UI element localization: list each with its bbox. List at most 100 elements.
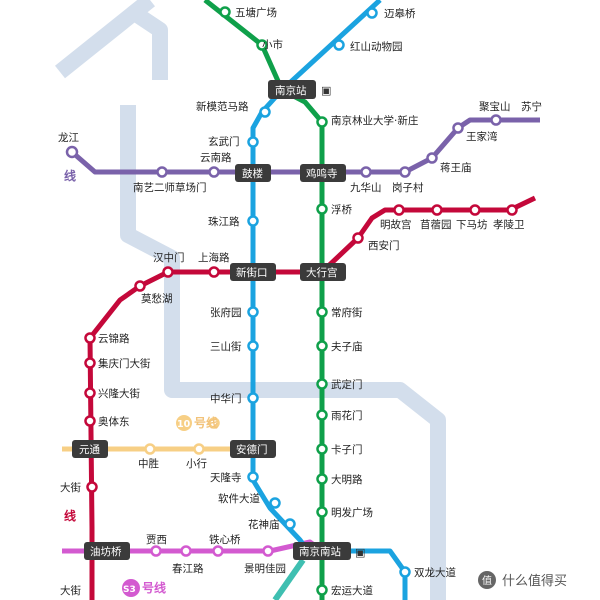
station-dot-xxjie xyxy=(86,481,98,493)
station-label-shanghailu: 上海路 xyxy=(198,251,230,264)
station-dot-zhangfuyuan xyxy=(247,306,259,318)
interchange-xinjiekou: 新街口 xyxy=(230,263,276,281)
station-dot-huashenmiao xyxy=(284,518,296,530)
station-dot-jiuhuashan xyxy=(360,166,372,178)
line10-label: 10 号线 xyxy=(176,415,218,431)
interchange-label: 南京站 xyxy=(275,84,307,97)
station-label-gangzicun: 岗子村 xyxy=(392,181,424,194)
station-label-sanshanjie: 三山街 xyxy=(210,340,242,353)
station-label-wutang: 五塘广场 xyxy=(235,6,277,19)
station-dot-xiaohang xyxy=(193,443,205,455)
station-label-zhujianglu: 珠江路 xyxy=(208,215,240,228)
interchange-label: 南京南站 xyxy=(299,545,341,558)
station-label-aotidong: 奥体东 xyxy=(98,415,130,428)
station-dot-jiangwangmiao xyxy=(426,152,438,164)
station-label-fuqiao: 浮桥 xyxy=(331,204,352,216)
station-label-xianmen: 西安门 xyxy=(368,239,400,252)
station-dot-hanzhongmen xyxy=(162,266,174,278)
station-label-jingmingjiayuan: 景明佳园 xyxy=(244,562,286,575)
interchange-label: 鼓楼 xyxy=(242,167,263,180)
station-dot-tianlongsi xyxy=(247,471,259,483)
station-dot-xuanwumen xyxy=(247,136,259,148)
interchange-nanjing-south: 南京南站 ▣ xyxy=(293,542,365,560)
station-label-yuhuamen: 雨花门 xyxy=(331,409,363,422)
interchange-daxinggong: 大行宫 xyxy=(300,263,346,281)
station-label-muxuyuan: 苜蓿园 xyxy=(420,218,452,231)
station-dot-maigaoqiao xyxy=(366,7,378,19)
station-dot-zhonghuamen xyxy=(247,392,259,404)
station-dot-longjiang xyxy=(65,145,79,159)
line1-track xyxy=(250,0,408,600)
line4-tail-label: 线 xyxy=(64,168,76,183)
station-dot-shuanglong xyxy=(399,566,411,578)
station-label-xinglong: 兴隆大街 xyxy=(98,387,140,400)
station-dot-gangzicun xyxy=(399,166,411,178)
station-dot-ruanjian xyxy=(269,497,281,509)
station-dot-yuhuamen xyxy=(316,409,328,421)
station-label-hongshan: 红山动物园 xyxy=(350,40,403,53)
interchange-yuantong: 元通 xyxy=(72,440,108,458)
lineS3-number: S3 xyxy=(123,585,136,595)
station-label-xjie2: 大街 xyxy=(60,584,81,597)
station-label-wangjiawan: 王家湾 xyxy=(466,130,498,143)
station-label-xiaohang: 小行 xyxy=(186,457,207,470)
station-label-xiamafang: 下马坊 xyxy=(456,218,488,231)
station-label-xinmofan: 新模范马路 xyxy=(196,100,249,113)
station-label-jiaxi: 贾西 xyxy=(146,534,167,546)
station-label-mingfa: 明发广场 xyxy=(331,506,373,519)
station-dot-zhujianglu xyxy=(247,215,259,227)
line2-tail-label: 线 xyxy=(64,508,76,523)
station-label-xiaoshi: 小市 xyxy=(262,38,283,51)
interchange-nanjing-station: 南京站 ▣ xyxy=(268,80,331,99)
interchange-label: 元通 xyxy=(79,444,100,456)
station-dot-line10-a xyxy=(208,417,220,429)
station-label-hanzhongmen: 汉中门 xyxy=(153,251,185,264)
station-dot-nanyi xyxy=(156,166,168,178)
station-dot-xinmofan xyxy=(259,106,271,118)
station-dot-jiqingmen xyxy=(84,357,96,369)
interchange-label: 鸡鸣寺 xyxy=(306,167,338,180)
station-dot-xianmen xyxy=(352,232,364,244)
station-dot-xiaolingwei xyxy=(506,204,518,216)
station-label-xxjie: 大街 xyxy=(60,481,81,494)
station-dot-fuzimiao xyxy=(316,340,328,352)
station-dot-xiamafang xyxy=(469,204,481,216)
station-dot-muxuyuan xyxy=(431,204,443,216)
station-dot-wangjiawan xyxy=(452,122,464,134)
station-dot-chunjianglu xyxy=(180,545,192,557)
interchange-youfangqiao: 油坊桥 xyxy=(84,542,130,560)
station-label-tianlongsi: 天隆寺 xyxy=(210,471,242,484)
station-dot-shanghailu xyxy=(208,266,220,278)
station-label-ruanjian: 软件大道 xyxy=(218,492,260,505)
station-label-jubaoshan: 聚宝山 xyxy=(479,100,511,113)
station-label-zhangfuyuan: 张府园 xyxy=(210,306,242,319)
station-label-jiqingmen: 集庆门大街 xyxy=(98,357,151,370)
station-label-jiuhuashan: 九华山 xyxy=(350,181,382,194)
station-label-nanyi: 南艺二师草场门 xyxy=(133,181,207,194)
lineS3-label: S3 号线 xyxy=(122,579,166,597)
lineS1-track xyxy=(272,558,306,600)
watermark: 值 什么值得买 xyxy=(478,571,567,589)
station-label-zhonghuamen: 中华门 xyxy=(210,392,242,405)
station-label-tiexinqiao: 铁心桥 xyxy=(209,533,241,546)
line10-number: 10 xyxy=(177,419,191,430)
station-label-shuanglong: 双龙大道 xyxy=(414,566,456,579)
train-icon: ▣ xyxy=(355,546,365,559)
station-dot-jingmingjiayuan xyxy=(262,545,274,557)
station-dot-tiexinqiao xyxy=(212,545,224,557)
background-lines xyxy=(55,0,446,600)
svg-text:值: 值 xyxy=(482,574,492,587)
station-dot-hongshan xyxy=(333,39,345,51)
station-dot-jubaoshan xyxy=(490,114,502,126)
station-label-yunnanlu: 云南路 xyxy=(200,151,232,164)
station-dot-wutang xyxy=(219,6,231,18)
station-label-chunjianglu: 春江路 xyxy=(172,562,204,575)
line10-text: 号线 xyxy=(194,415,218,430)
station-dot-kazimen xyxy=(316,443,328,455)
station-label-zhongsheng: 中胜 xyxy=(138,457,159,470)
station-label-xiaolingwei: 孝陵卫 xyxy=(493,219,525,231)
station-dot-mochouhu xyxy=(134,280,146,292)
interchange-label: 安德门 xyxy=(236,443,268,456)
lineS3-text: 号线 xyxy=(142,580,166,595)
interchange-label: 油坊桥 xyxy=(90,545,122,558)
